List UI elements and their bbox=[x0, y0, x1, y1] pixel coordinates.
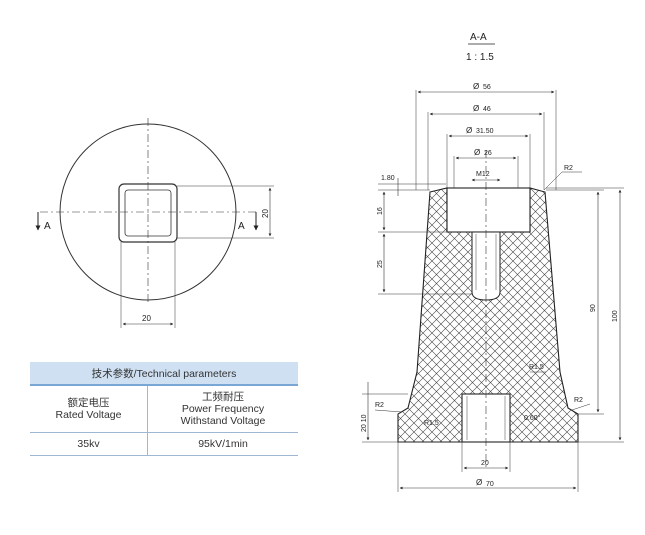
dim-25: 25 bbox=[377, 260, 384, 268]
col2-header-cn: 工频耐压 bbox=[201, 391, 244, 403]
r2-top-leader bbox=[543, 171, 563, 191]
dim-d46: 46 bbox=[483, 106, 491, 113]
section-label: A-A bbox=[470, 32, 487, 43]
dim-b20: 20 bbox=[481, 460, 489, 467]
table-title: 技术参数/Technical parameters bbox=[30, 362, 298, 386]
section-scale: 1 : 1.5 bbox=[466, 52, 494, 63]
col-rated-voltage-header: 额定电压 Rated Voltage bbox=[30, 385, 148, 433]
dim-d56-symbol: Ø bbox=[473, 82, 479, 91]
dim-d46-symbol: Ø bbox=[473, 104, 479, 113]
dim-d26: 26 bbox=[484, 150, 492, 157]
dim-100: 100 bbox=[612, 310, 619, 322]
top-nut-insert bbox=[446, 187, 531, 233]
dim-m12: M12 bbox=[476, 171, 490, 178]
section-view: A-A 1 : 1.5 Ø 56 Ø 46 Ø 31.50 bbox=[361, 32, 624, 492]
plan-dim-height: 20 bbox=[261, 209, 270, 218]
dim-d70-symbol: Ø bbox=[476, 478, 482, 487]
cut-label-right: A bbox=[238, 221, 245, 232]
rated-voltage-value: 35kv bbox=[30, 432, 148, 456]
dim-2010: 20 10 bbox=[361, 414, 368, 432]
cut-label-left: A bbox=[44, 221, 51, 232]
dim-r15-upper: R1.5 bbox=[529, 364, 544, 371]
dim-r2-top: R2 bbox=[564, 165, 573, 172]
dim-r2-left: R2 bbox=[375, 402, 384, 409]
withstand-voltage-value: 95kV/1min bbox=[147, 432, 298, 456]
col2-header-en1: Power Frequency bbox=[181, 403, 265, 415]
dim-90: 90 bbox=[590, 304, 597, 312]
plan-view: A A 20 20 bbox=[35, 118, 274, 328]
dim-angle: 0.60° bbox=[524, 414, 541, 422]
col1-header-en: Rated Voltage bbox=[55, 409, 122, 421]
square-nut-outer bbox=[118, 183, 178, 243]
col-withstand-voltage-header: 工频耐压 Power Frequency Withstand Voltage bbox=[147, 385, 298, 433]
dim-d3150-symbol: Ø bbox=[466, 126, 472, 135]
technical-parameters-table: 技术参数/Technical parameters 额定电压 Rated Vol… bbox=[30, 362, 298, 456]
dim-r15-lower: R1.5 bbox=[424, 420, 439, 427]
plan-dim-width: 20 bbox=[142, 314, 151, 323]
col1-header-cn: 额定电压 bbox=[67, 397, 110, 409]
dim-d26-symbol: Ø bbox=[474, 148, 480, 157]
dim-d56: 56 bbox=[483, 84, 491, 91]
square-nut-inner bbox=[124, 189, 172, 237]
dim-16: 16 bbox=[377, 207, 384, 215]
dim-d70: 70 bbox=[486, 481, 494, 488]
r2-left-leader bbox=[374, 409, 403, 413]
col2-header-en2: Withstand Voltage bbox=[180, 415, 266, 427]
r2-right-leader bbox=[571, 403, 591, 411]
dim-d3150: 31.50 bbox=[476, 128, 494, 135]
dim-r2-right: R2 bbox=[574, 397, 583, 404]
dim-180: 1.80 bbox=[381, 175, 395, 182]
